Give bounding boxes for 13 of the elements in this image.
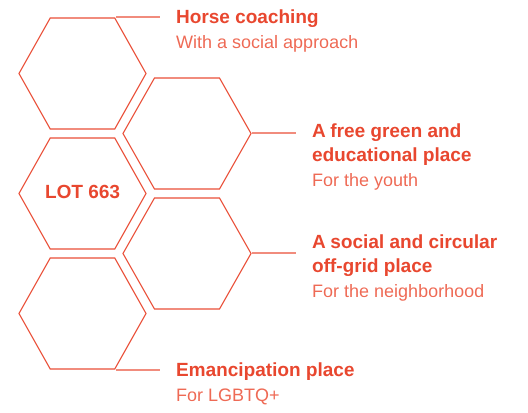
item-subtitle: For LGBTQ+ [176, 384, 281, 407]
item-subtitle: For the neighborhood [312, 280, 486, 303]
item-heading: A social and circular off-grid place [312, 231, 498, 279]
leader-line [252, 252, 296, 254]
leader-line [116, 16, 160, 18]
leader-line [252, 132, 296, 134]
item-heading: Horse coaching [176, 6, 320, 30]
item-subtitle: For the youth [312, 169, 420, 192]
leader-line [116, 369, 160, 371]
item-subtitle: With a social approach [176, 31, 360, 54]
item-heading: Emancipation place [176, 359, 356, 383]
item-heading: A free green and educational place [312, 120, 472, 168]
hexagon-label: LOT 663 [45, 181, 120, 206]
